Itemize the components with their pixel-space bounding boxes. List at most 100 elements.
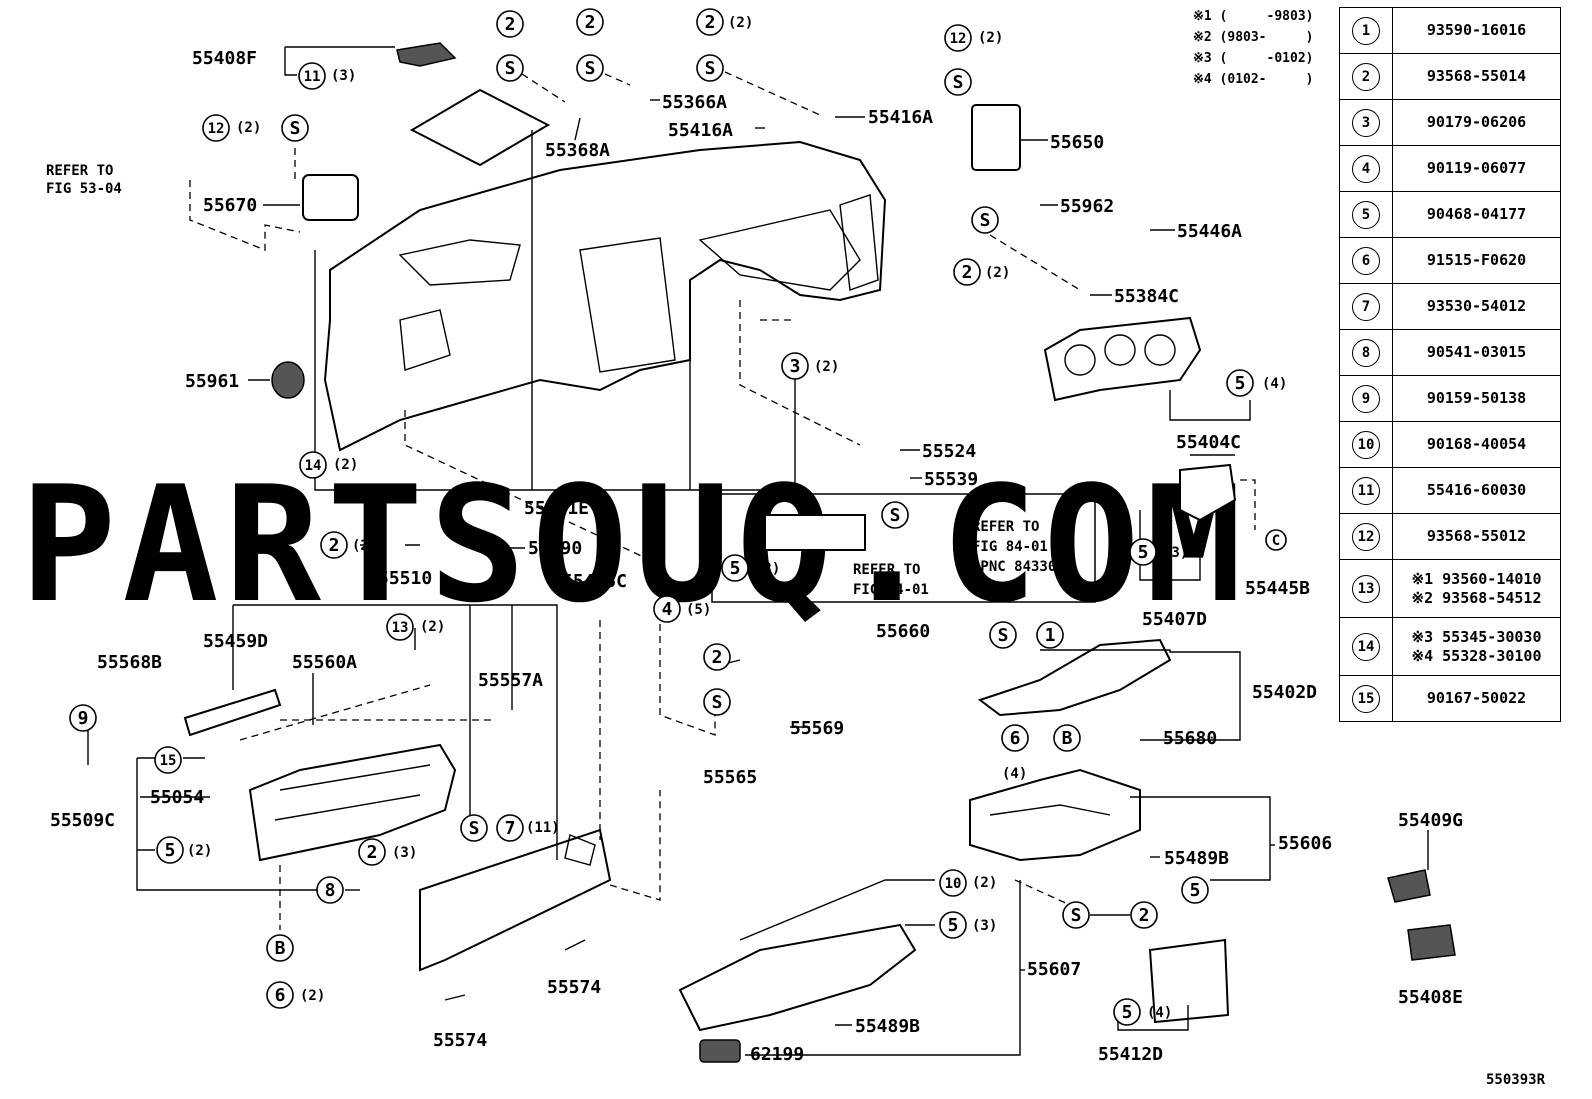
part-label: 55408F — [192, 48, 257, 69]
legend-index: 8 — [1352, 338, 1380, 367]
legend-index: 10 — [1352, 430, 1380, 459]
cup-55408E-shape — [1407, 924, 1456, 961]
part-label: 55054 — [150, 787, 204, 808]
part-label: 55402D — [1252, 682, 1317, 703]
legend-part-number: ※3 55345-30030 ※4 55328-30100 — [1392, 617, 1561, 676]
legend-part-number: 90119-06077 — [1392, 145, 1561, 192]
legend-index: 1 — [1352, 16, 1380, 45]
callout-qty: (11) — [526, 820, 560, 836]
part-label: 55574 — [547, 977, 601, 998]
callout-qty: (2) — [972, 875, 997, 891]
vent-55650-shape — [971, 104, 1021, 171]
callout-8: 8 — [325, 880, 336, 901]
callout-6: 6 — [275, 985, 286, 1006]
part-label: 55606 — [1278, 833, 1332, 854]
legend-index: 6 — [1352, 246, 1380, 275]
part-label: 55407D — [1142, 609, 1207, 630]
callout-s: S — [953, 72, 964, 93]
part-label: 55445B — [1245, 578, 1310, 599]
callout-c: C — [1272, 533, 1280, 549]
callout-s: S — [705, 58, 716, 79]
legend-part-number: 93568-55012 — [1392, 513, 1561, 560]
callout-qty: (5) — [686, 602, 711, 618]
legend-index: 14 — [1352, 632, 1380, 661]
callout-qty: (4) — [1262, 376, 1287, 392]
part-label: 55524 — [922, 441, 976, 462]
part-labels: 55408F 55366A 55368A 55416A 55416A 55650… — [50, 48, 1463, 1065]
console-tray-shape — [678, 923, 917, 1032]
callout-s: S — [980, 210, 991, 231]
part-label: 55459D — [203, 631, 268, 652]
reference-text: REFER TO — [46, 163, 113, 179]
date-note: ※1 ( -9803) — [1193, 9, 1314, 24]
callout-texts: 2 S 2 S 2 (2) S 12 (2) S 11 (3) 12 (2) S… — [78, 12, 1288, 1023]
part-label: 55539 — [924, 469, 978, 490]
callout-1: 1 — [1045, 625, 1056, 646]
date-range-notes: ※1 ( -9803)※2 (9803- )※3 ( -0102)※4 (010… — [1193, 6, 1313, 90]
callout-qty: (2) — [300, 988, 325, 1004]
callout-7: 7 — [505, 818, 516, 839]
top-cover-shape — [409, 88, 551, 167]
vent-55670-shape — [302, 174, 359, 221]
legend-part-number: ※1 93560-14010 ※2 93568-54512 — [1392, 559, 1561, 618]
callout-qty: (2) — [728, 15, 753, 31]
callout-9: 9 — [78, 708, 89, 729]
part-label: 55416A — [868, 107, 933, 128]
callout-qty: (2) — [814, 359, 839, 375]
callout-2: 2 — [585, 12, 596, 33]
part-label: 55404C — [1176, 432, 1241, 453]
legend-part-number: 90168-40054 — [1392, 421, 1561, 468]
part-label: 55408E — [1398, 987, 1463, 1008]
callout-s: S — [505, 58, 516, 79]
lower-panel-shape — [183, 688, 282, 737]
part-label: 55384C — [1114, 286, 1179, 307]
glove-box-door-shape — [419, 828, 612, 972]
callout-symbols — [69, 8, 1287, 1026]
legend-row: 14 ※3 55345-30030 ※4 55328-30100 — [1339, 617, 1561, 676]
legend-part-number: 93530-54012 — [1392, 283, 1561, 330]
part-label: 55416A — [668, 120, 733, 141]
callout-12: 12 — [208, 121, 225, 137]
switch-group-frame — [711, 493, 1096, 603]
part-label: 55401E — [524, 498, 589, 519]
part-label: 55489B — [1164, 848, 1229, 869]
legend-index: 4 — [1352, 154, 1380, 183]
callout-qty: (2) — [352, 538, 377, 554]
date-note: ※4 (0102- ) — [1193, 72, 1314, 87]
legend-part-number: 90167-50022 — [1392, 675, 1561, 722]
cap-55961-shape — [271, 361, 305, 399]
callout-s: S — [712, 692, 723, 713]
legend-index: 12 — [1352, 522, 1380, 551]
part-label: 55560A — [292, 652, 357, 673]
callout-b: B — [1062, 728, 1073, 749]
callout-qty: (4) — [1147, 1005, 1172, 1021]
callout-2: 2 — [367, 842, 378, 863]
part-label: 55412D — [1098, 1044, 1163, 1065]
legend-index: 5 — [1352, 200, 1380, 229]
reference-text: REFER TO — [853, 562, 920, 578]
console-bracket-shape — [977, 638, 1172, 717]
watermark-text: PARTSOUQ.COM — [20, 451, 1248, 638]
legend-row: 13※1 93560-14010 ※2 93568-54512 — [1339, 559, 1561, 618]
glove-box-housing-shape — [248, 743, 457, 862]
callout-5: 5 — [730, 558, 741, 579]
callout-5: 5 — [1190, 880, 1201, 901]
callout-qty: (2) — [333, 457, 358, 473]
callout-2: 2 — [705, 12, 716, 33]
part-label: 55446A — [1177, 221, 1242, 242]
callout-qty: (3) — [331, 68, 356, 84]
callout-qty: (2) — [187, 843, 212, 859]
part-label: 55557A — [478, 670, 543, 691]
legend-part-number: 90179-06206 — [1392, 99, 1561, 146]
bezel-55407D-shape — [1179, 463, 1237, 522]
callout-qty: (2) — [420, 619, 445, 635]
